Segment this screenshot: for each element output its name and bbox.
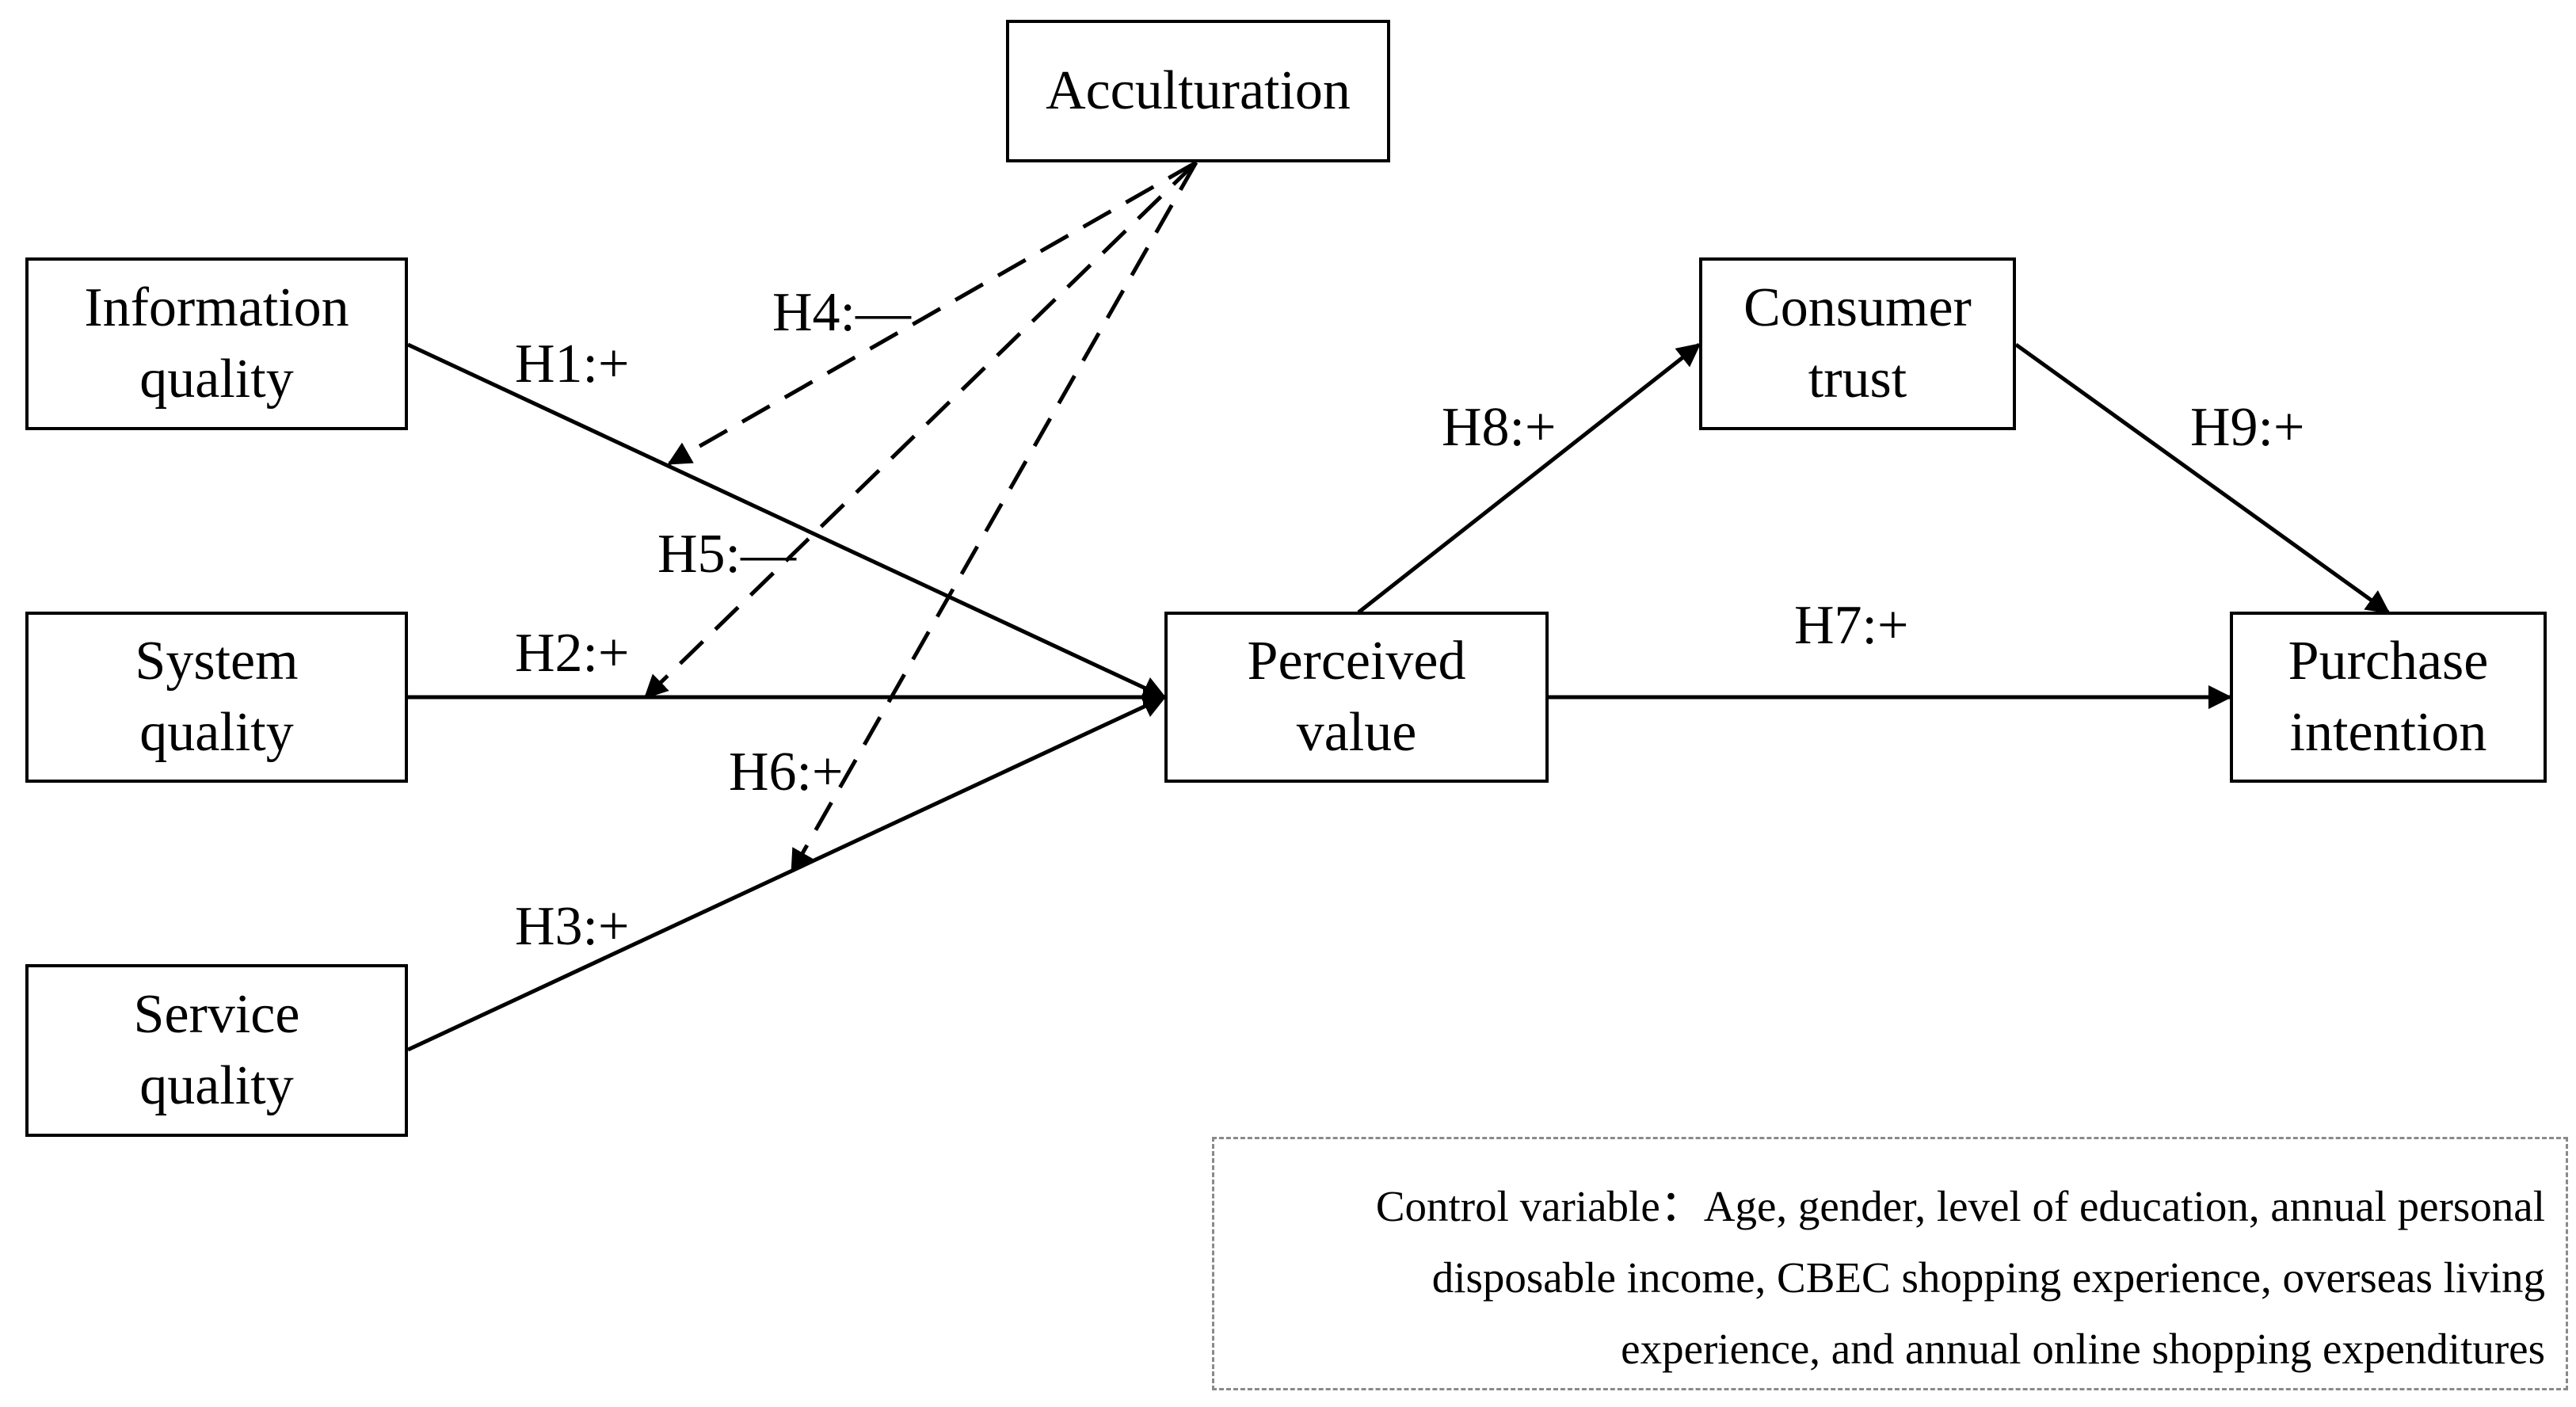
information-quality-line-2: quality	[139, 349, 294, 410]
h6-label: H6:+	[729, 742, 844, 803]
control-variables-line-2: disposable income, CBEC shopping experie…	[1431, 1253, 2545, 1302]
h1-label: H1:+	[515, 334, 630, 395]
perceived-value-line-1: Perceived	[1247, 631, 1466, 692]
arrow-h6-acculturation-moderation	[790, 161, 1198, 874]
arrow-h1-information-to-perceived	[406, 342, 1167, 700]
arrow-h8-perceived-to-trust	[1357, 343, 1701, 614]
arrow-h5-acculturation-moderation	[643, 161, 1198, 700]
h4-label: H4:—	[772, 282, 911, 343]
perceived-value-box: Perceived value	[1164, 612, 1549, 783]
h9-label: H9:+	[2190, 397, 2305, 458]
consumer-trust-line-2: trust	[1808, 349, 1907, 410]
service-quality-box: Service quality	[25, 964, 408, 1137]
arrow-h9-trust-to-purchase	[2014, 342, 2391, 615]
system-quality-line-1: System	[135, 631, 299, 692]
perceived-value-line-2: value	[1296, 702, 1417, 763]
purchase-intention-line-2: intention	[2289, 702, 2487, 763]
h2-label: H2:+	[515, 623, 630, 684]
consumer-trust-line-1: Consumer	[1743, 277, 1972, 338]
h5-label: H5:—	[657, 524, 796, 585]
purchase-intention-line-1: Purchase	[2288, 631, 2489, 692]
h7-label: H7:+	[1794, 595, 1909, 656]
acculturation-label: Acculturation	[1046, 60, 1351, 121]
consumer-trust-box: Consumer trust	[1699, 257, 2016, 430]
arrow-h3-service-to-perceived	[406, 695, 1167, 1052]
purchase-intention-box: Purchase intention	[2230, 612, 2547, 783]
service-quality-line-2: quality	[139, 1055, 294, 1116]
acculturation-box: Acculturation	[1006, 20, 1390, 162]
service-quality-line-1: Service	[133, 984, 300, 1045]
arrow-h4-acculturation-moderation	[667, 160, 1198, 466]
system-quality-box: System quality	[25, 612, 408, 783]
system-quality-line-2: quality	[139, 702, 294, 763]
h8-label: H8:+	[1442, 397, 1557, 458]
control-variables-line-1: Control variable：Age, gender, level of e…	[1375, 1182, 2545, 1230]
information-quality-line-1: Information	[84, 277, 349, 338]
information-quality-box: Information quality	[25, 257, 408, 430]
control-variables-line-3: experience, and annual online shopping e…	[1621, 1325, 2545, 1373]
h3-label: H3:+	[515, 896, 630, 957]
control-variables-note: Control variable：Age, gender, level of e…	[1212, 1137, 2568, 1390]
